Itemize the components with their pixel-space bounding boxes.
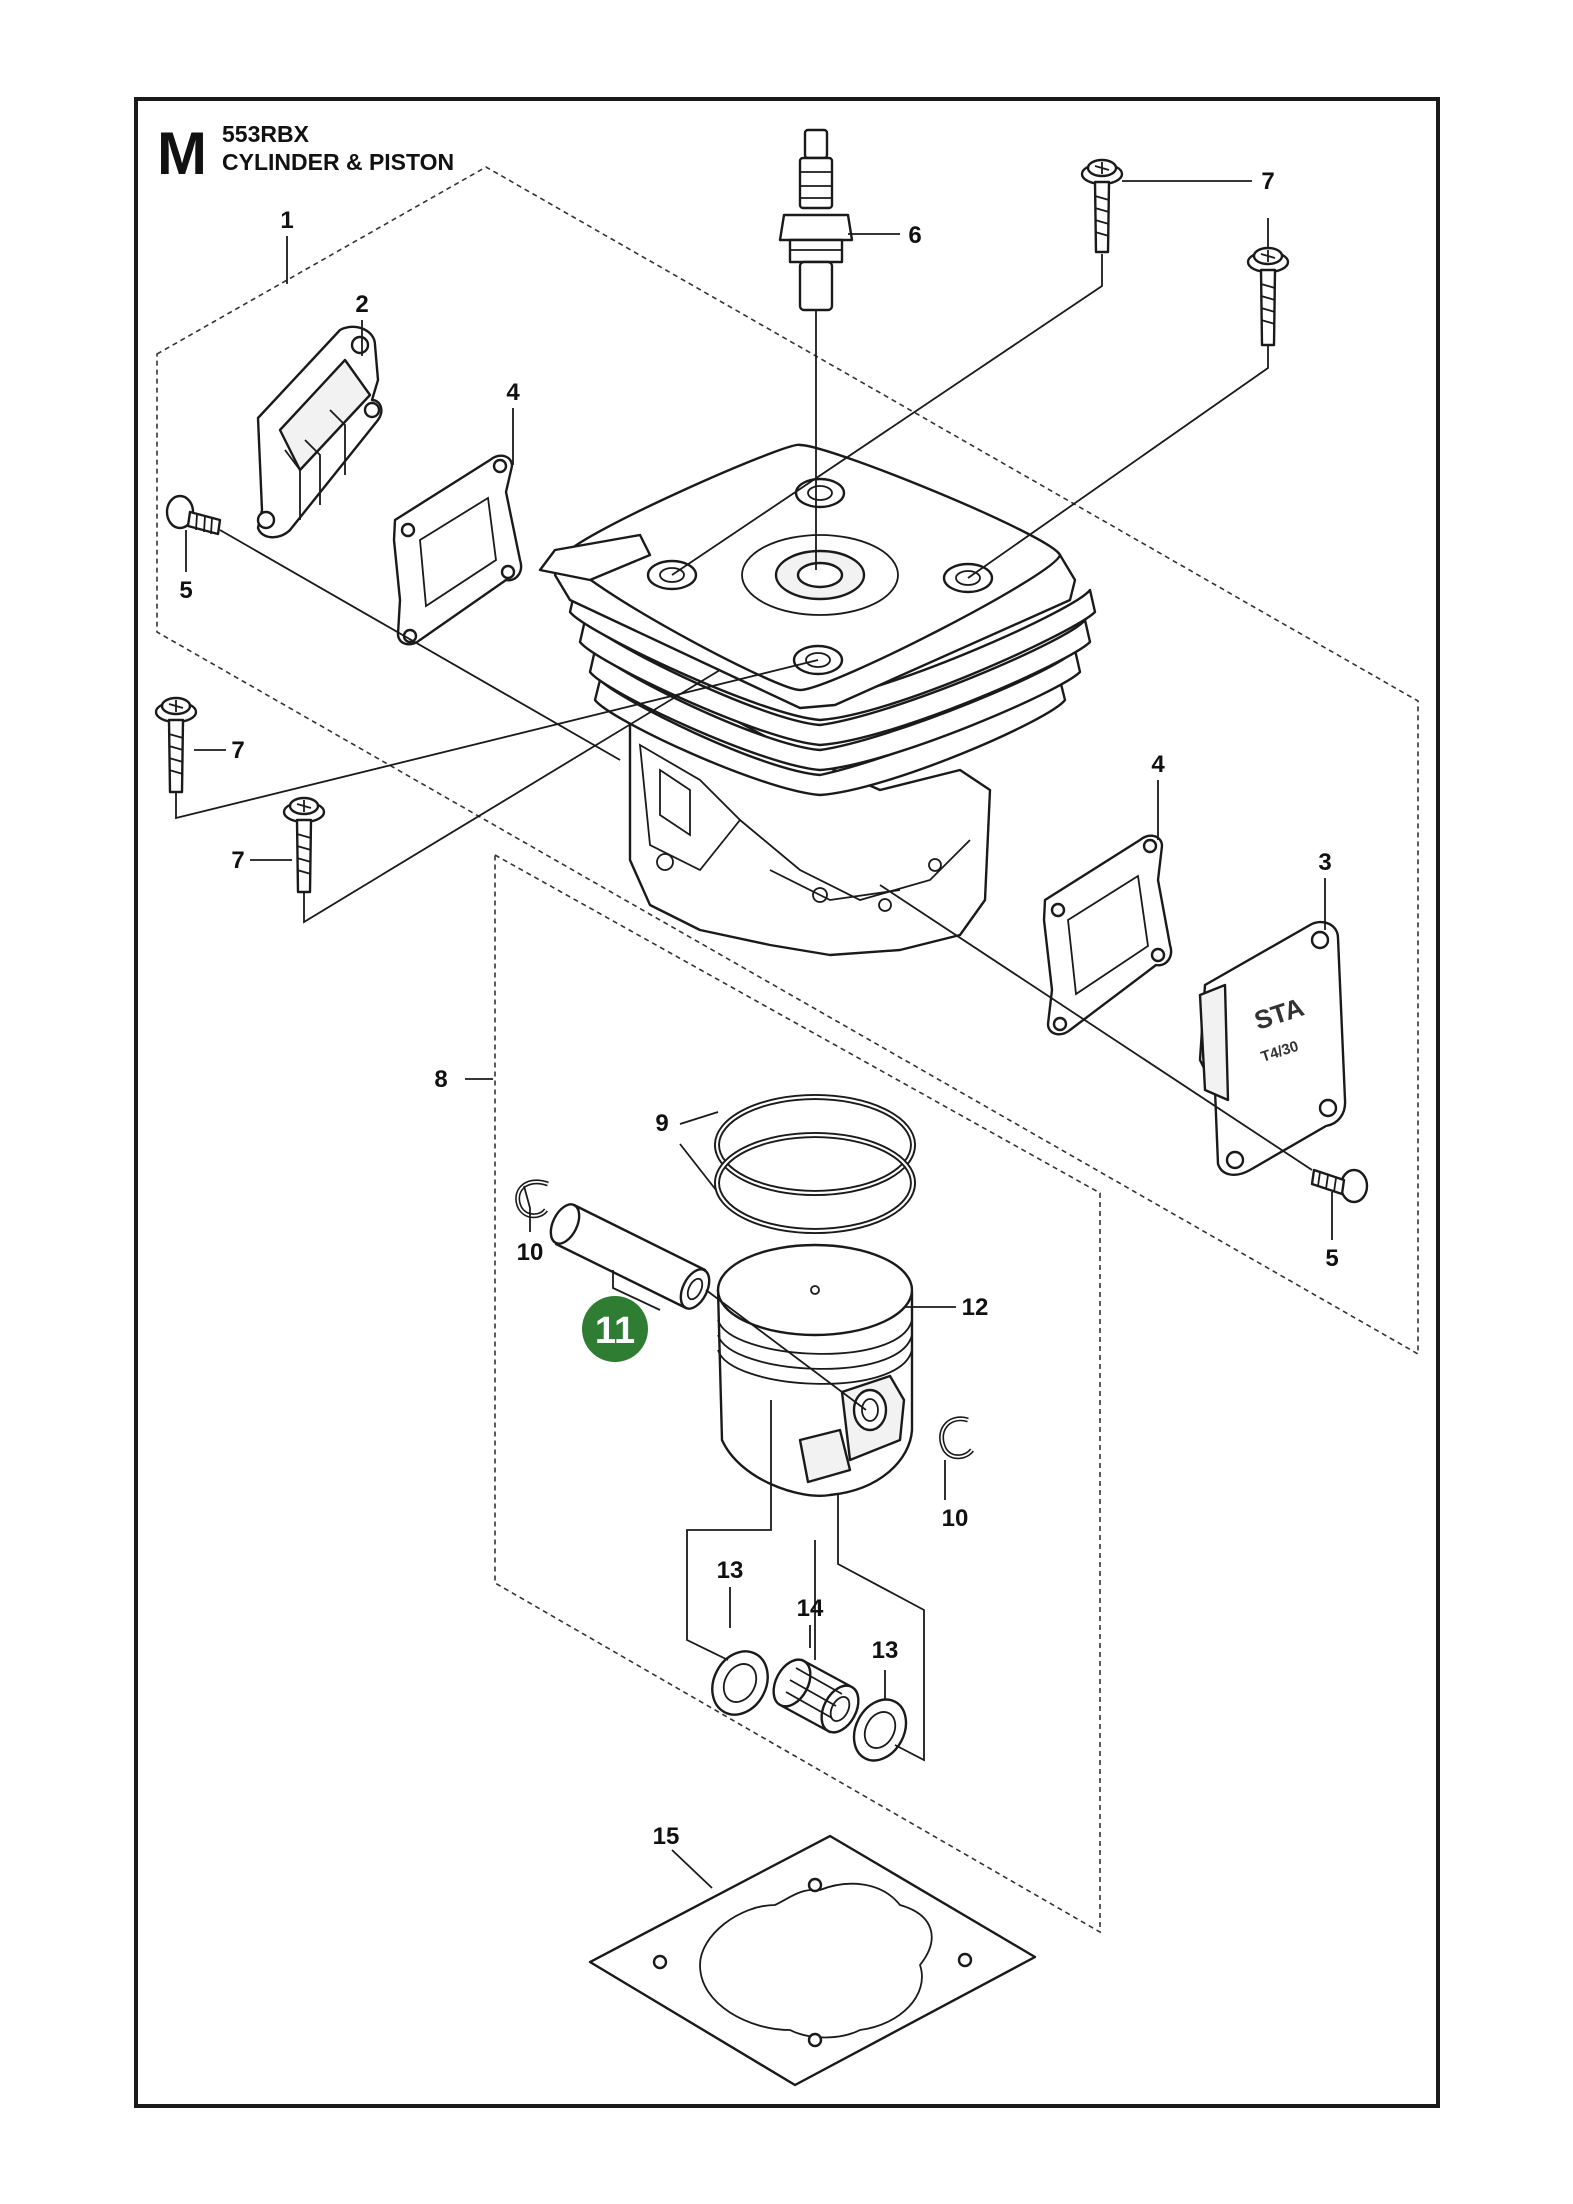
gasket-left — [392, 454, 523, 646]
highlight-badge-11[interactable]: 11 — [582, 1296, 648, 1362]
callout-3: 3 — [1318, 849, 1331, 876]
callout-4-left: 4 — [506, 379, 520, 406]
washer-left — [711, 1650, 769, 1716]
piston-assembly-group-outline — [494, 853, 1101, 1934]
leader-lines — [185, 180, 1333, 1889]
callout-7-left-lower: 7 — [231, 847, 244, 874]
diagram-title: CYLINDER & PISTON — [222, 149, 454, 175]
callout-7-left-upper: 7 — [231, 737, 244, 764]
piston-pin — [549, 1203, 711, 1310]
spark-plug — [778, 128, 854, 312]
washer-right — [852, 1698, 908, 1762]
section-letter: M — [157, 120, 207, 187]
intake-cover — [256, 325, 383, 539]
screw-small-left — [165, 494, 222, 536]
callout-7-top: 7 — [1261, 168, 1274, 195]
callout-5-right: 5 — [1325, 1245, 1338, 1272]
cylinder-assembly-group-outline — [156, 166, 1419, 1356]
callout-1: 1 — [280, 207, 293, 234]
callout-10-left: 10 — [517, 1239, 544, 1266]
gasket-right — [1042, 834, 1173, 1036]
highlight-badge-circle — [582, 1296, 648, 1362]
circlip-left — [515, 1179, 549, 1219]
callout-2: 2 — [355, 291, 368, 318]
screw-small-right — [1310, 1168, 1369, 1204]
callout-15: 15 — [653, 1823, 680, 1850]
callout-10-right: 10 — [942, 1505, 969, 1532]
callout-8: 8 — [434, 1066, 447, 1093]
callout-13-left: 13 — [717, 1557, 744, 1584]
callout-6: 6 — [908, 222, 921, 249]
exhaust-cover: STA T4/30 — [1198, 920, 1347, 1176]
screw-left-lower — [282, 796, 326, 894]
piston — [716, 1243, 914, 1497]
circlip-right — [939, 1416, 974, 1460]
cylinder — [538, 443, 1097, 957]
piston-rings — [714, 1094, 916, 1234]
screw-top-a — [1080, 158, 1124, 254]
callout-14: 14 — [797, 1595, 824, 1622]
callout-12: 12 — [962, 1294, 989, 1321]
callout-5-left: 5 — [179, 577, 192, 604]
callout-9: 9 — [655, 1110, 668, 1137]
callout-13-right: 13 — [872, 1637, 899, 1664]
sheet-frame — [134, 97, 1440, 2108]
base-gasket — [588, 1834, 1037, 2087]
screw-top-b — [1246, 246, 1290, 347]
callout-11: 11 — [595, 1310, 635, 1352]
callout-4-right: 4 — [1151, 751, 1165, 778]
needle-bearing — [772, 1658, 860, 1734]
screw-left-upper — [154, 696, 198, 794]
model-number: 553RBX — [222, 121, 310, 147]
assembly-path-lines — [175, 254, 1313, 1762]
